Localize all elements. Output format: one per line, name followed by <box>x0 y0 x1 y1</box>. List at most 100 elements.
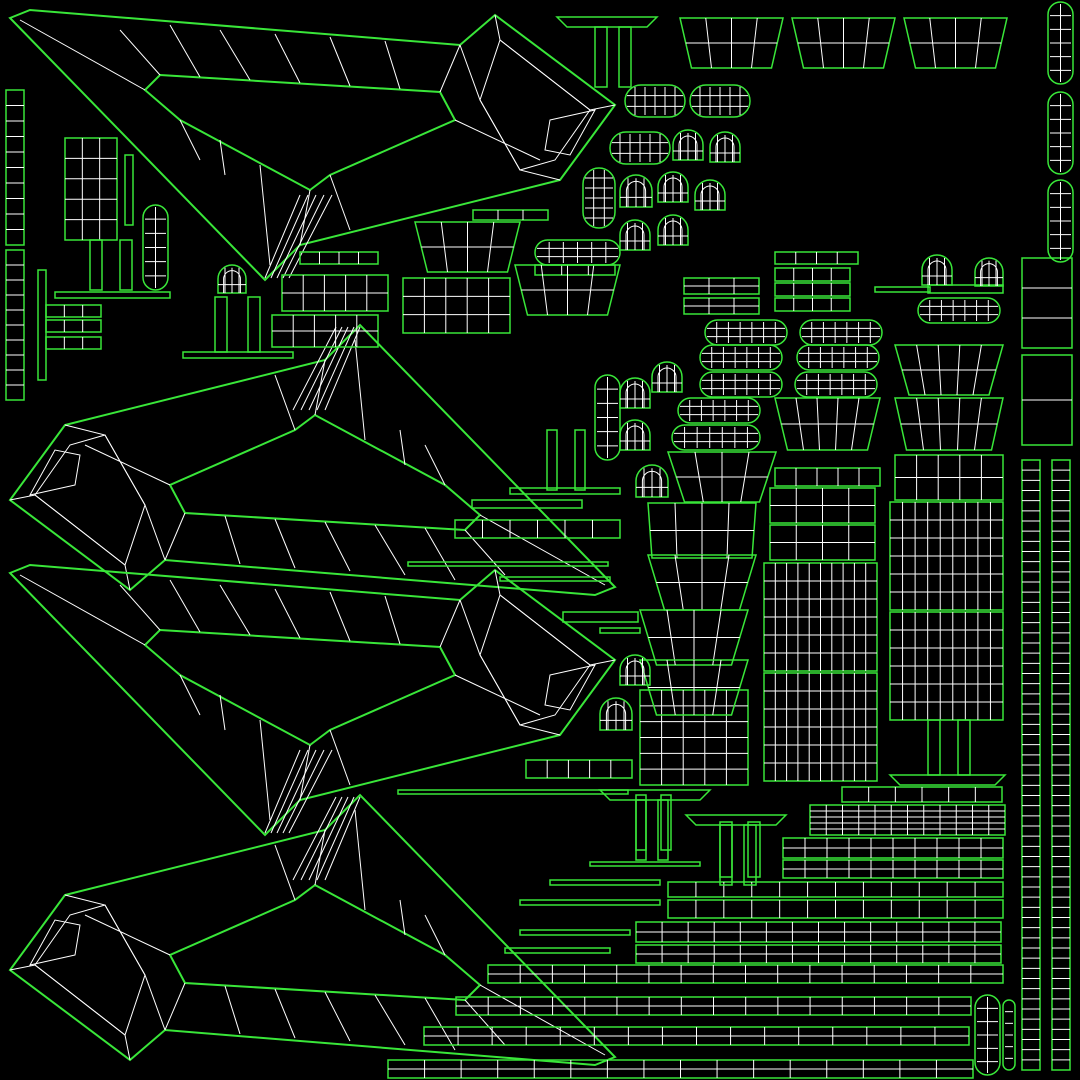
capsule-island <box>609 131 671 165</box>
wing-edge <box>308 326 349 411</box>
wing-island-3 <box>8 563 617 837</box>
wing-edge <box>354 339 366 441</box>
grid-island <box>599 627 641 634</box>
grid-island <box>809 804 1006 836</box>
capsule-island <box>1047 179 1074 263</box>
grid-island <box>119 239 133 291</box>
wing-loop-inner <box>29 449 81 496</box>
trapezoid-island <box>791 17 896 69</box>
arch-island <box>619 654 651 686</box>
island-border <box>471 499 583 509</box>
arch-island <box>672 129 704 161</box>
wing-edge <box>288 749 333 834</box>
wing-edge <box>19 574 146 646</box>
island-border <box>407 561 609 567</box>
island-border <box>119 239 133 291</box>
wing-edge <box>224 985 241 1035</box>
arch-island <box>619 419 651 451</box>
wing-edge <box>459 44 561 181</box>
grid-island <box>667 899 1004 919</box>
wing-edge <box>424 997 456 1051</box>
wing-edge <box>439 599 461 648</box>
grid-island <box>841 786 1003 803</box>
grid-island <box>397 789 629 795</box>
capsule-island <box>917 297 1001 324</box>
wing-edge <box>259 719 271 821</box>
wing-edge <box>84 444 171 486</box>
island-border <box>666 451 778 503</box>
wing-edge <box>64 894 166 1031</box>
trapezoid-island <box>638 609 750 666</box>
grid-island <box>774 467 881 487</box>
capsule-island <box>699 344 783 371</box>
island-border <box>54 291 171 299</box>
trapezoid-island <box>1021 354 1073 446</box>
grid-island <box>763 562 878 672</box>
wing-edge <box>282 749 325 834</box>
island-border <box>921 254 953 286</box>
island-border <box>504 947 611 954</box>
island-border <box>689 84 751 118</box>
island-border <box>774 397 881 451</box>
island-border <box>903 17 1008 69</box>
island-border <box>647 502 757 559</box>
grid-island <box>549 879 661 886</box>
wing-edge <box>354 809 366 911</box>
grid-island <box>1021 459 1041 1071</box>
wing-island-1 <box>8 8 617 282</box>
wing-edge <box>288 194 333 279</box>
island-border <box>217 264 247 294</box>
grid-island <box>5 89 25 246</box>
wing-edge <box>224 515 241 565</box>
capsule-island <box>689 84 751 118</box>
trapezoid-island <box>903 17 1008 69</box>
island-border <box>894 344 1004 396</box>
island-border <box>609 131 671 165</box>
island-border <box>618 26 632 88</box>
island-border <box>651 361 683 393</box>
capsule-island <box>1047 1 1074 85</box>
capsule-island <box>594 374 621 461</box>
island-border <box>562 611 639 623</box>
grid-island <box>45 336 102 350</box>
wing-edge <box>169 24 201 78</box>
grid-island <box>271 314 379 348</box>
grid-island <box>546 429 558 491</box>
wing-edge <box>329 36 351 87</box>
island-border <box>719 824 733 886</box>
wing-edge <box>259 164 271 266</box>
capsule-island <box>624 84 686 118</box>
grid-island <box>45 319 102 333</box>
capsule-island <box>699 371 783 398</box>
arch-island <box>599 697 633 731</box>
grid-island <box>927 284 1004 294</box>
wing-edge <box>479 514 606 586</box>
wing-inner-face <box>168 413 482 532</box>
trapezoid-island <box>646 554 758 611</box>
grid-island <box>45 304 102 318</box>
wing-loop-inner <box>29 919 81 966</box>
island-border <box>974 994 1001 1076</box>
capsule-island <box>704 319 788 346</box>
island-border <box>619 174 653 208</box>
island-border <box>1021 257 1073 349</box>
island-border <box>534 264 616 276</box>
wing-edge <box>270 749 309 834</box>
capsule-island <box>142 204 169 291</box>
island-border <box>672 129 704 161</box>
island-border <box>397 789 629 795</box>
wing-edge <box>276 194 317 279</box>
grid-island <box>64 137 118 241</box>
grid-island <box>281 274 389 312</box>
wing-edge <box>9 494 131 591</box>
trapezoid-island <box>774 397 881 451</box>
grid-island <box>509 487 621 495</box>
wing-inner-face <box>168 883 482 1002</box>
grid-island <box>639 689 749 786</box>
grid-island <box>635 921 1002 943</box>
island-border <box>1047 1 1074 85</box>
grid-island <box>504 947 611 954</box>
island-border <box>45 319 102 333</box>
arch-island <box>651 361 683 393</box>
trapezoid-island <box>1021 257 1073 349</box>
